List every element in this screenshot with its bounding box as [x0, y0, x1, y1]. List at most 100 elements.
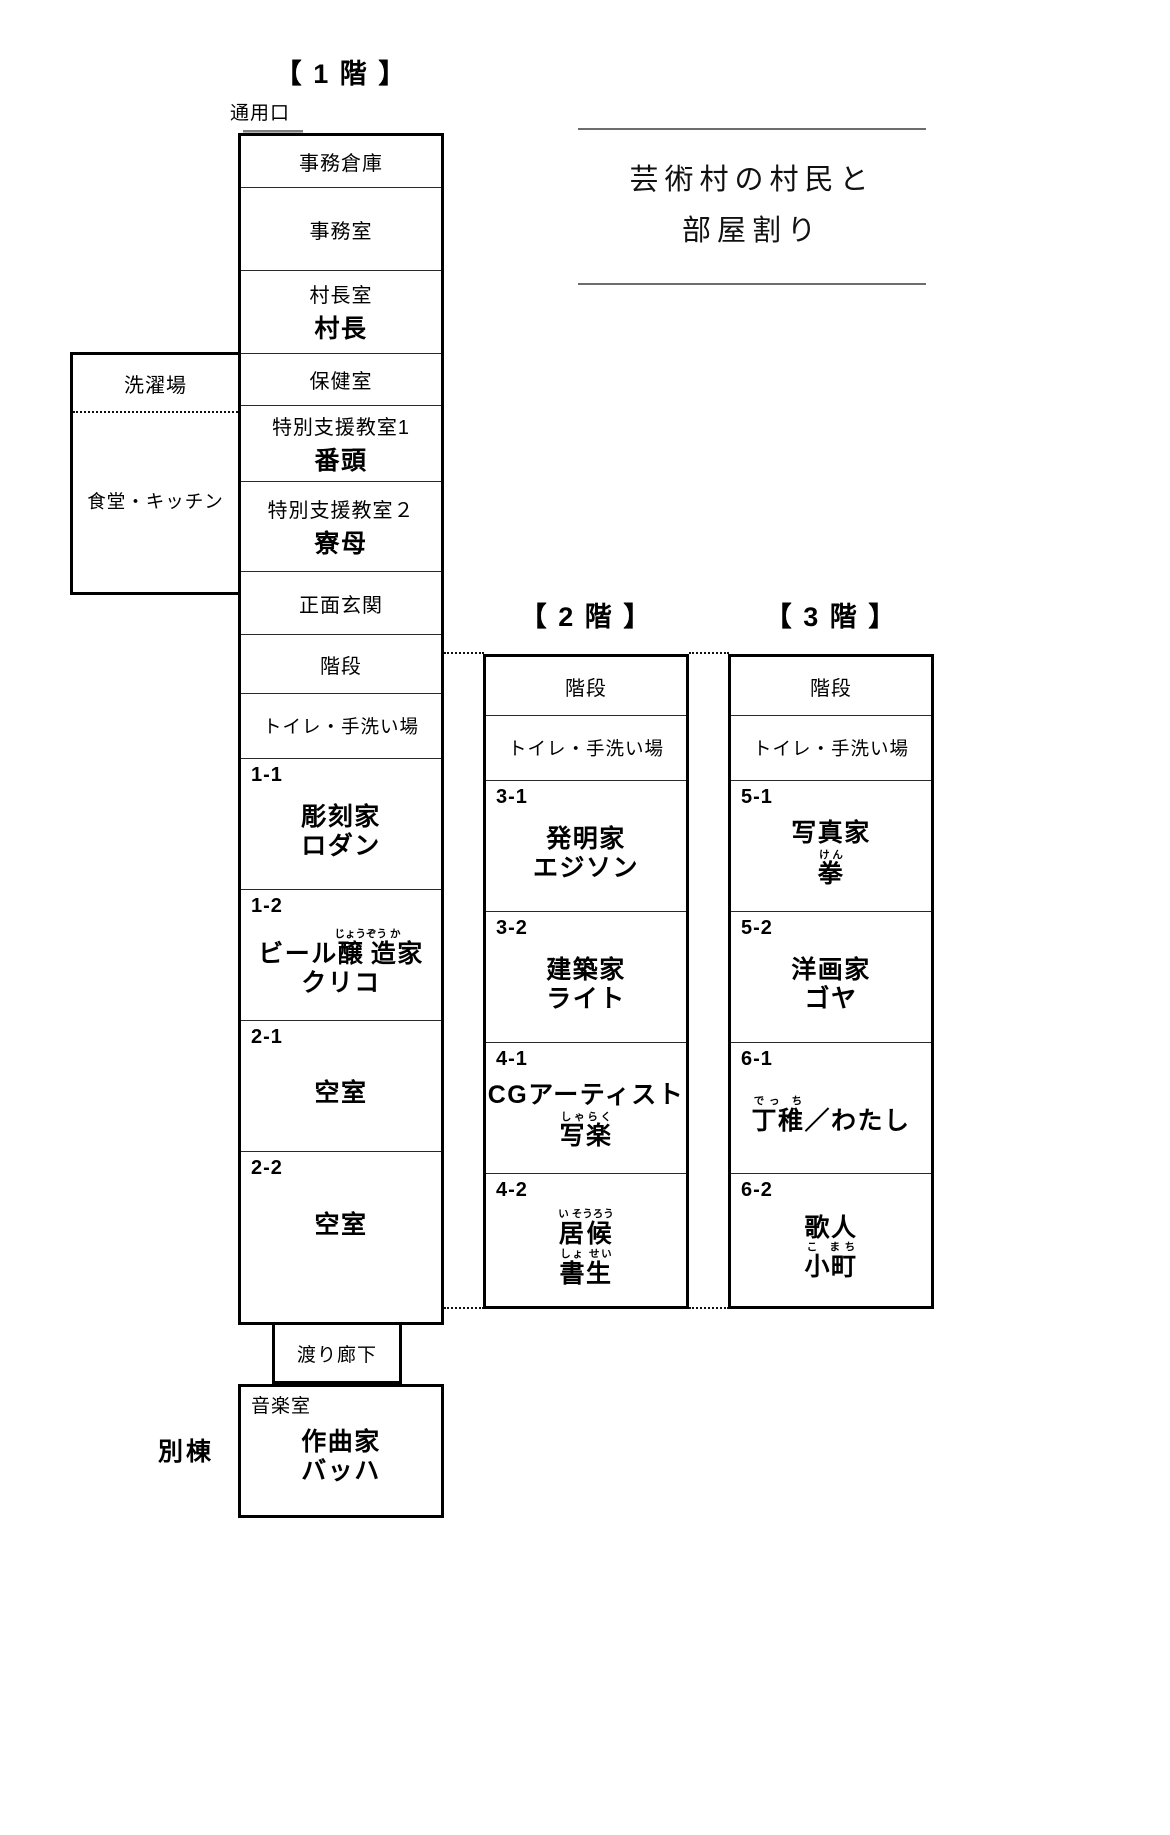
occupant-name: バッハ: [301, 1457, 381, 1485]
occupant-name: ゴヤ: [804, 985, 858, 1013]
room-number: 2-1: [251, 1026, 283, 1048]
ruby-text: しゃらく: [559, 1110, 613, 1123]
title-line-1: 芸術村の村民と: [629, 164, 875, 197]
connector-f1-f2-top: [444, 652, 484, 654]
room-main-entrance: 正面玄関: [241, 572, 441, 635]
room-number: 4-1: [496, 1048, 528, 1070]
dorm-room-4-1: 4-1 CGアーティスト 写楽しゃらく: [486, 1043, 686, 1174]
occupant-job: 彫刻家: [301, 802, 381, 831]
dorm-room-2-1: 2-1 空室: [241, 1021, 441, 1152]
room-headmaster: 村長室 村長: [241, 271, 441, 354]
occupant-name: ロダン: [301, 832, 381, 860]
room-label: 保健室: [309, 371, 373, 393]
room-number: 4-2: [496, 1179, 528, 1201]
room-label: 事務倉庫: [299, 153, 383, 175]
room-number: 1-2: [251, 895, 283, 917]
dorm-room-4-2: 4-2 居候い そうろう 書生しょ せい: [486, 1174, 686, 1305]
occupant-name: クリコ: [301, 969, 381, 997]
room-office-storage: 事務倉庫: [241, 136, 441, 188]
room-label: 階段: [320, 655, 362, 678]
room-label: 階段: [565, 677, 607, 700]
room-label: トイレ・手洗い場: [262, 716, 419, 737]
occupant-name: ライト: [546, 985, 626, 1013]
room-restroom-f3: トイレ・手洗い場: [731, 716, 931, 781]
room-infirmary: 保健室: [241, 354, 441, 406]
occupant-job: CGアーティスト: [487, 1081, 685, 1109]
connector-f1-f2-bottom: [444, 1307, 484, 1309]
ruby-text: でっ ち: [751, 1095, 805, 1108]
room-stairs-f2: 階段: [486, 657, 686, 716]
room-restroom-f2: トイレ・手洗い場: [486, 716, 686, 781]
occupant-job: 発明家: [546, 824, 626, 853]
connector-f2-f3-top: [689, 652, 729, 654]
dorm-room-6-2: 6-2 歌人 小町こ まち: [731, 1174, 931, 1305]
dorm-room-3-1: 3-1 発明家 エジソン: [486, 781, 686, 912]
annex-building: 音楽室 作曲家 バッハ: [238, 1384, 444, 1518]
left-wing-room-dining: 食堂・キッチン: [73, 411, 238, 591]
room-label: 事務室: [309, 220, 373, 243]
title-block: 芸術村の村民と 部屋割り: [578, 122, 926, 290]
connector-f2-f3-bottom: [689, 1307, 729, 1309]
occupant-name: 拳けん: [817, 848, 845, 888]
room-label: 特別支援教室1: [271, 416, 411, 439]
heading-floor-1: 【 1 階 】: [274, 59, 408, 89]
corridor-label: 渡り廊下: [296, 1344, 377, 1366]
room-number: 1-1: [251, 764, 283, 786]
room-occupant: 番頭: [314, 446, 368, 475]
dorm-room-3-2: 3-2 建築家 ライト: [486, 912, 686, 1043]
ruby-text: い そうろう: [558, 1208, 614, 1221]
room-office: 事務室: [241, 188, 441, 271]
occupant-job: 空室: [314, 1079, 368, 1108]
occupant-job: 洋画家: [791, 955, 871, 984]
floor-2-column: 階段 トイレ・手洗い場 3-1 発明家 エジソン 3-2 建築家 ライト 4-1…: [483, 654, 689, 1309]
connecting-corridor: 渡り廊下: [272, 1322, 402, 1384]
room-stairs-f3: 階段: [731, 657, 931, 716]
occupant-job: 歌人: [804, 1213, 858, 1242]
occupant-job: 空室: [314, 1210, 368, 1239]
room-label: 正面玄関: [299, 594, 383, 617]
dorm-room-1-1: 1-1 彫刻家 ロダン: [241, 759, 441, 890]
ruby-text: けん: [817, 848, 845, 861]
room-number: 5-2: [741, 917, 773, 939]
title-rule-bottom: [578, 283, 926, 285]
occupant-job: 丁稚でっ ち／わたし: [751, 1095, 911, 1136]
room-label: 階段: [810, 677, 852, 700]
dorm-room-2-2: 2-2 空室: [241, 1152, 441, 1283]
occupant-job: 建築家: [546, 955, 626, 984]
heading-floor-2: 【 2 階 】: [519, 602, 653, 632]
room-occupant: 寮母: [314, 529, 368, 558]
floor-1-column: 事務倉庫 事務室 村長室 村長 保健室 特別支援教室1 番頭 特別支援教室２ 寮…: [238, 133, 444, 1325]
room-label: 特別支援教室２: [267, 499, 415, 522]
room-label: 村長室: [309, 285, 373, 307]
annex-side-label: 別棟: [158, 1438, 215, 1466]
room-number: 3-1: [496, 786, 528, 808]
annex-room-label: 音楽室: [251, 1396, 312, 1417]
occupant-job: 作曲家: [301, 1427, 381, 1456]
room-number: 3-2: [496, 917, 528, 939]
heading-floor-3: 【 3 階 】: [764, 602, 898, 632]
room-restroom-f1: トイレ・手洗い場: [241, 694, 441, 759]
occupant-name: 写楽しゃらく: [559, 1110, 613, 1150]
room-occupant: 村長: [314, 315, 368, 343]
left-wing-divider: [73, 411, 238, 413]
ruby-text: じょうぞう か: [334, 927, 401, 940]
dorm-room-5-2: 5-2 洋画家 ゴヤ: [731, 912, 931, 1043]
ruby-text: こ まち: [804, 1241, 858, 1253]
left-wing-room-label: 洗濯場: [124, 374, 187, 397]
room-support-class-2: 特別支援教室２ 寮母: [241, 482, 441, 572]
room-label: トイレ・手洗い場: [507, 738, 664, 759]
occupant-job: 居候い そうろう: [558, 1208, 614, 1249]
occupant-job: ビール醸造じょうぞう か家: [258, 927, 424, 968]
dorm-room-5-1: 5-1 写真家 拳けん: [731, 781, 931, 912]
left-wing-block: 洗濯場 食堂・キッチン: [70, 352, 238, 595]
room-number: 5-1: [741, 786, 773, 808]
title-line-2: 部屋割り: [681, 215, 822, 247]
dorm-room-6-1: 6-1 丁稚でっ ち／わたし: [731, 1043, 931, 1174]
floor-3-column: 階段 トイレ・手洗い場 5-1 写真家 拳けん 5-2 洋画家 ゴヤ 6-1 丁…: [728, 654, 934, 1309]
title-rule-top: [578, 128, 926, 130]
occupant-job: 写真家: [791, 819, 871, 847]
ruby-text: しょ せい: [559, 1247, 613, 1260]
occupant-name: エジソン: [532, 854, 639, 882]
occupant-name: 小町こ まち: [804, 1241, 858, 1281]
